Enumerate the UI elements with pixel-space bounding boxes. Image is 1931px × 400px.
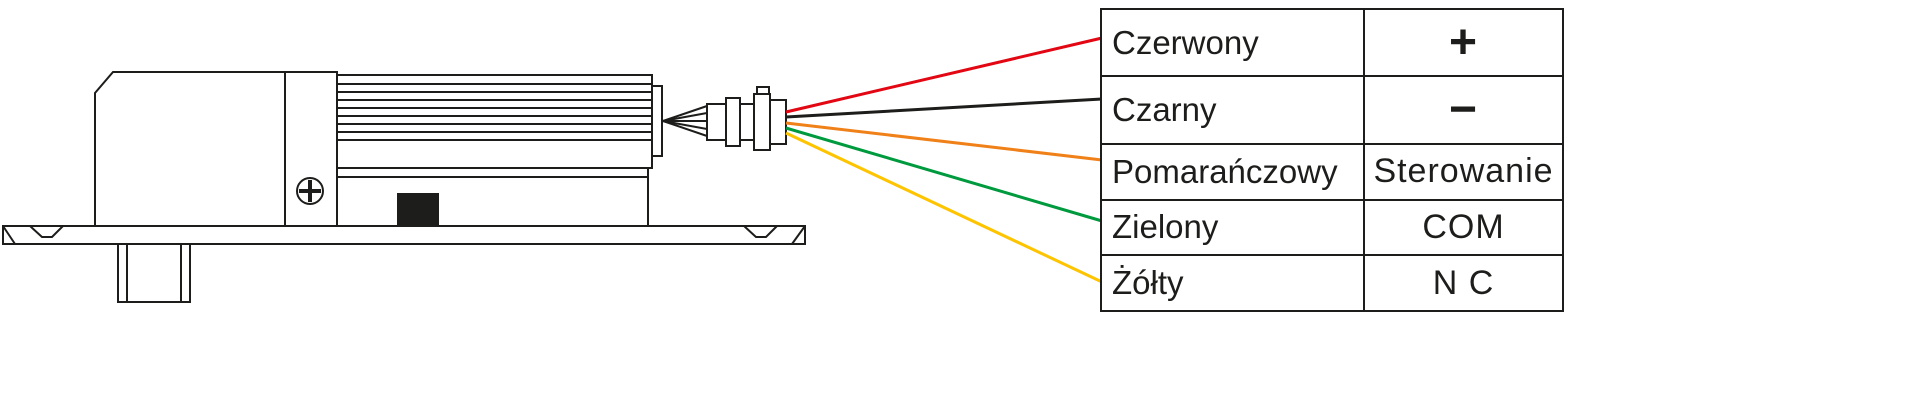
plug-segment	[769, 99, 787, 145]
wire-green	[785, 126, 1103, 223]
wire-signal: Sterowanie	[1363, 142, 1564, 201]
plug-segment	[725, 97, 741, 147]
lower-body	[336, 167, 649, 227]
wire-black	[785, 97, 1103, 119]
bundle-wire	[662, 120, 708, 130]
countersink-hole-right	[743, 225, 778, 238]
wire-red	[785, 36, 1103, 114]
lock-bolt	[117, 243, 191, 303]
plug-latch-tab	[756, 86, 770, 95]
wire-signal: +	[1363, 7, 1564, 78]
bundle-wire	[662, 105, 708, 122]
wire-signal: N C	[1363, 254, 1564, 312]
bundle-wire	[662, 120, 708, 137]
wire-name: Żółty	[1100, 254, 1365, 312]
wire-name: Czerwony	[1100, 7, 1365, 78]
wire-name: Czarny	[1100, 75, 1365, 145]
connector-plug	[706, 86, 787, 151]
table-row: Żółty N C	[1100, 254, 1564, 312]
lock-device	[2, 71, 806, 303]
screw-icon	[296, 177, 324, 205]
wires	[785, 36, 1103, 284]
motor-body	[336, 74, 653, 169]
table-row: Czerwony +	[1100, 7, 1564, 78]
mounting-plate	[2, 225, 806, 245]
plate-right-bevel	[791, 225, 806, 245]
wire-name: Zielony	[1100, 198, 1365, 257]
table-row: Pomarańczowy Sterowanie	[1100, 142, 1564, 201]
motor-end-cap	[651, 85, 663, 157]
wire-orange	[785, 121, 1103, 162]
bundle-wire	[662, 112, 708, 122]
table-row: Czarny −	[1100, 75, 1564, 145]
wire-signal: −	[1363, 75, 1564, 145]
lock-housing	[94, 71, 338, 227]
plug-flange	[753, 93, 771, 151]
plug-segment	[739, 103, 755, 141]
wire-yellow	[785, 131, 1103, 284]
wire-signal: COM	[1363, 198, 1564, 257]
wire-table: Czerwony + Czarny − Pomarańczowy Sterowa…	[1100, 7, 1564, 312]
table-row: Zielony COM	[1100, 198, 1564, 257]
plate-left-bevel	[2, 225, 16, 245]
sensor-block	[397, 193, 439, 227]
plug-segment	[706, 103, 727, 141]
countersink-hole-left	[29, 225, 64, 238]
wire-name: Pomarańczowy	[1100, 142, 1365, 201]
